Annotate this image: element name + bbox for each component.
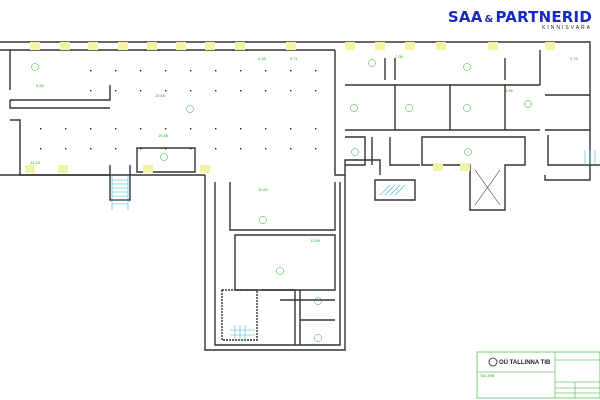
column [240, 70, 242, 72]
column [215, 90, 217, 92]
column [90, 90, 92, 92]
column [115, 148, 117, 150]
room-label: 19,56 [158, 133, 169, 138]
brand-amp: & [484, 14, 494, 25]
column [90, 70, 92, 72]
brand-subtitle: KINNISVARA [542, 25, 592, 31]
room-label: 2,28 [258, 56, 267, 61]
column [165, 128, 167, 130]
column [165, 70, 167, 72]
column [265, 70, 267, 72]
windows [25, 42, 555, 173]
column [90, 148, 92, 150]
title-address: TALLINN [480, 374, 495, 378]
column [265, 90, 267, 92]
room-label: 7,05 [395, 54, 404, 59]
column [90, 128, 92, 130]
room-label: 6,71 [290, 56, 299, 61]
column [165, 90, 167, 92]
brand-right: PARTNERID [495, 8, 592, 26]
column [265, 148, 267, 150]
column [290, 70, 292, 72]
columns [40, 70, 317, 150]
column [190, 128, 192, 130]
column [115, 128, 117, 130]
column [65, 128, 67, 130]
column [315, 70, 317, 72]
room-markers [31, 59, 532, 342]
shaft [474, 169, 501, 206]
title-company: OÜ TALLINNA TIB [499, 359, 551, 366]
room-label: 3,76 [570, 56, 579, 61]
column [115, 90, 117, 92]
brand-logo: SAA&PARTNERID KINNISVARA [448, 8, 592, 31]
column [40, 128, 42, 130]
column [290, 90, 292, 92]
column [140, 148, 142, 150]
column [240, 128, 242, 130]
column [140, 128, 142, 130]
column [290, 128, 292, 130]
room-labels: 5,50 2,28 6,71 19,56 12,19 11,60 19,56 1… [30, 54, 579, 243]
column [315, 128, 317, 130]
column [215, 70, 217, 72]
column [265, 128, 267, 130]
column [190, 148, 192, 150]
stairs [111, 150, 596, 340]
room-label: 11,60 [258, 187, 268, 192]
room-label: 5,96 [505, 88, 514, 93]
column [40, 148, 42, 150]
column [315, 90, 317, 92]
room-label: 5,50 [36, 83, 45, 88]
column [140, 90, 142, 92]
room-label: 12,19 [30, 160, 41, 165]
column [165, 148, 167, 150]
column [140, 70, 142, 72]
room-label: 19,56 [155, 93, 166, 98]
column [240, 90, 242, 92]
column [65, 148, 67, 150]
column [190, 90, 192, 92]
title-block: OÜ TALLINNA TIB TALLINN [476, 351, 600, 399]
column [215, 128, 217, 130]
column [290, 148, 292, 150]
brand-left: SAA [447, 8, 483, 26]
column [190, 70, 192, 72]
column [215, 148, 217, 150]
column [240, 148, 242, 150]
room-label: 12,59 [310, 238, 321, 243]
column [115, 70, 117, 72]
column [315, 148, 317, 150]
